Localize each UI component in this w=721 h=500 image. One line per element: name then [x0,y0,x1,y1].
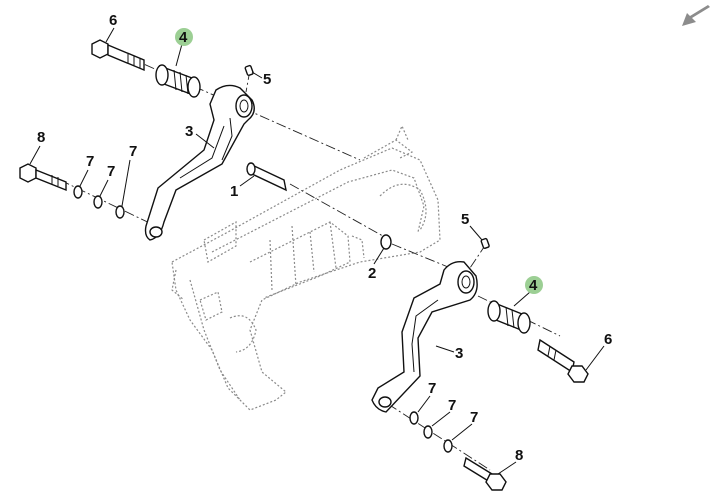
callout-7-lower-2[interactable]: 7 [448,397,456,414]
callout-7-lower-3[interactable]: 7 [470,409,478,426]
callout-8-lower[interactable]: 8 [515,447,523,464]
callout-7-left-1[interactable]: 7 [86,153,94,170]
bushing-lower [487,300,531,334]
callout-8-left[interactable]: 8 [37,129,45,146]
callout-3-upper[interactable]: 3 [185,123,193,140]
callout-highlight-upper [175,28,193,46]
grease-nipple-upper [244,64,254,77]
callout-6-lower[interactable]: 6 [604,331,612,348]
callout-4-lower[interactable]: 4 [529,277,538,294]
callout-7-lower-1[interactable]: 7 [428,380,436,397]
bolt-upper [91,39,145,72]
assembly-center-lines [59,49,561,471]
callout-1[interactable]: 1 [230,183,238,200]
callout-highlight-lower [525,276,543,294]
callout-3-lower[interactable]: 3 [455,345,463,362]
lever-arm-upper [144,84,255,241]
callout-7-left-3[interactable]: 7 [129,143,137,160]
callout-7-left-2[interactable]: 7 [107,163,115,180]
callout-2[interactable]: 2 [368,265,376,282]
callout-5-lower[interactable]: 5 [461,211,469,228]
bushing-upper [155,64,201,98]
mounting-frame-ghost [171,124,441,411]
callout-6-upper[interactable]: 6 [109,12,117,29]
callout-5-upper[interactable]: 5 [263,71,271,88]
bolt-left [19,163,67,192]
arrow-down-left-icon[interactable] [678,4,712,30]
washers-left [73,185,125,219]
callout-leaders [29,27,605,475]
snap-ring [380,234,392,250]
washers-lower [409,411,453,453]
callout-4-upper[interactable]: 4 [179,29,188,46]
callout-labels: 6 4 5 3 1 8 7 7 7 5 2 4 6 3 7 7 7 8 [37,12,612,464]
lever-arm-lower [371,260,478,413]
bolt-lower [463,456,507,491]
grease-nipple-lower [480,237,490,250]
bolt-right [537,338,589,383]
pin [246,162,287,192]
